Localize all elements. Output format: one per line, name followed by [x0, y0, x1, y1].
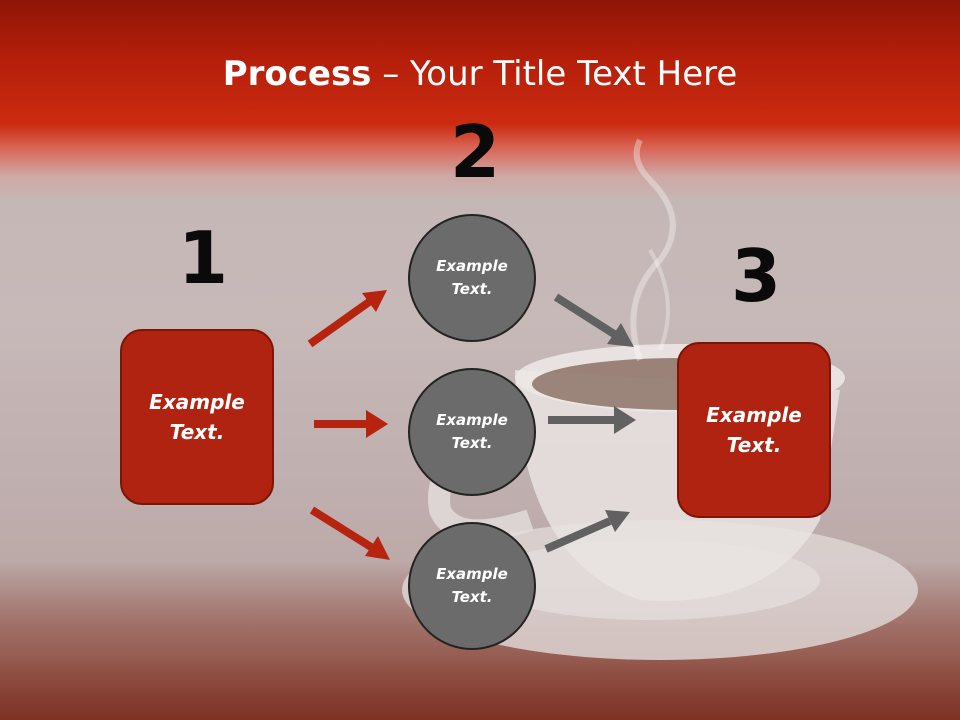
gray-arrow-up-head	[605, 510, 630, 532]
red-arrow-up	[307, 298, 372, 348]
step-number-1: 1	[178, 216, 229, 300]
step-1-box: Example Text.	[120, 329, 274, 505]
steam-2	[648, 248, 670, 351]
gray-arrow-straight-head	[614, 406, 636, 434]
step-2-circle-middle: Example Text.	[408, 368, 536, 496]
circle-middle-label: Example Text.	[436, 411, 508, 452]
title-bold: Process	[222, 54, 372, 94]
step-1-box-label: Example Text.	[149, 390, 245, 444]
step-2-circle-top: Example Text.	[408, 214, 536, 342]
title-banner	[0, 0, 960, 200]
step-number-3: 3	[731, 234, 782, 318]
step-number-2: 2	[450, 110, 501, 194]
red-arrow-down	[309, 506, 374, 551]
step-3-box: Example Text.	[677, 342, 831, 518]
gray-arrow-down	[553, 293, 617, 338]
circle-top-label: Example Text.	[436, 257, 508, 298]
circle-bottom-label: Example Text.	[436, 565, 508, 606]
title-text: – Your Title Text Here	[371, 54, 738, 94]
gray-arrow-down-head	[607, 323, 634, 347]
red-arrow-straight-head	[366, 410, 388, 438]
steam	[630, 138, 676, 361]
red-arrow-down-head	[365, 536, 390, 560]
step-3-box-label: Example Text.	[706, 403, 802, 457]
gray-arrow-up	[544, 517, 612, 553]
red-arrow-up-head	[362, 290, 387, 312]
step-2-circle-bottom: Example Text.	[408, 522, 536, 650]
slide-title: Process – Your Title Text Here	[0, 54, 960, 94]
